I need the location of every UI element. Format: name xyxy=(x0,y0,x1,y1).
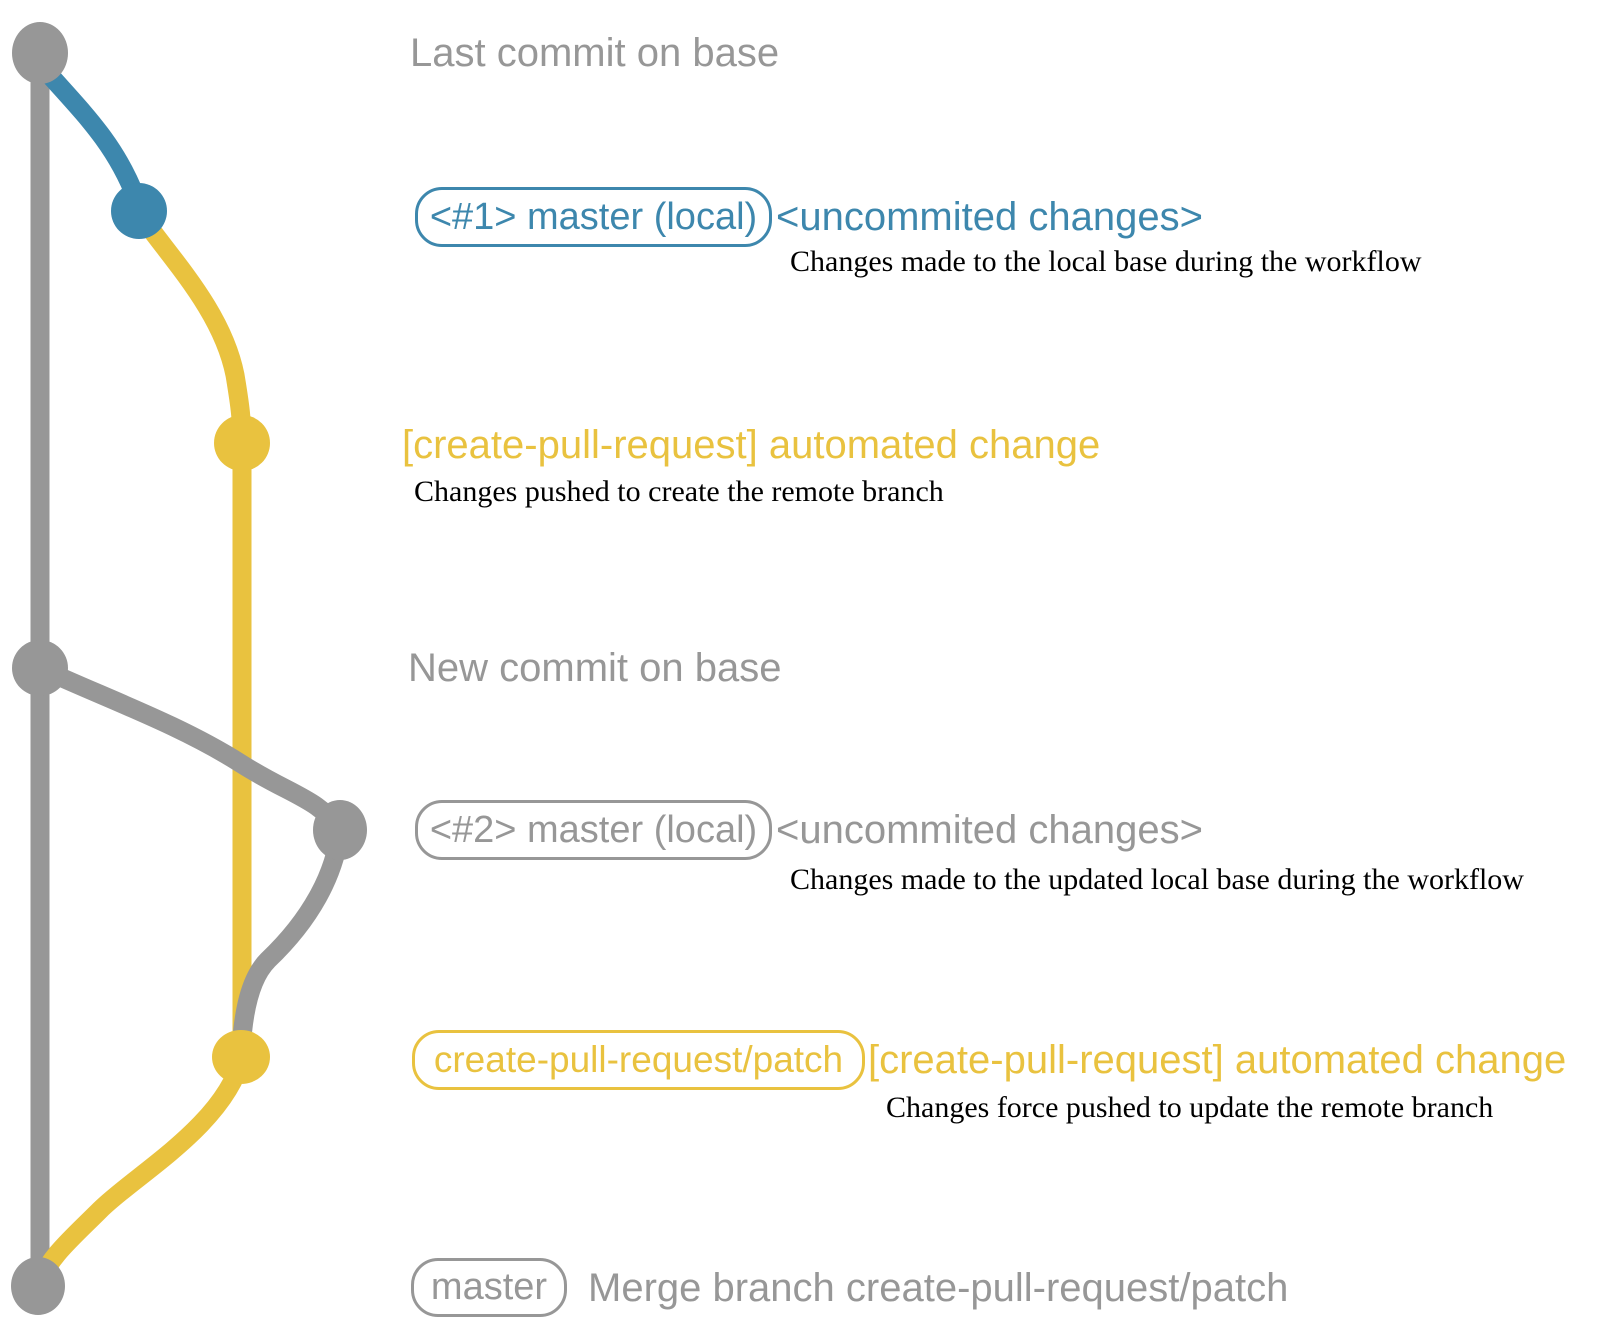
patch-commit-1-label: [create-pull-request] automated change xyxy=(402,423,1101,467)
local-master-1-note: <uncommited changes> xyxy=(776,195,1203,239)
local-master-1-badge: <#1> master (local) xyxy=(415,187,772,247)
commit-dot-base-last xyxy=(12,22,68,84)
patch-commit-1-description: Changes pushed to create the remote bran… xyxy=(414,475,944,508)
last-commit-label: Last commit on base xyxy=(410,31,780,75)
patch-commit-2-description: Changes force pushed to update the remot… xyxy=(886,1091,1494,1124)
commit-dot-local-1 xyxy=(111,183,167,239)
commit-dot-patch-1 xyxy=(214,415,270,471)
local-master-2-branch-curve xyxy=(30,658,350,1062)
local-master-2-badge: <#2> master (local) xyxy=(415,800,772,860)
master-badge: master xyxy=(411,1258,567,1317)
local-master-1-branch-curve xyxy=(30,54,146,208)
local-master-2-description: Changes made to the updated local base d… xyxy=(790,863,1524,896)
local-master-2-badge-label: <#2> master (local) xyxy=(429,808,758,851)
commit-dot-base-new xyxy=(12,640,68,696)
commit-dot-merge xyxy=(11,1257,65,1315)
new-commit-label: New commit on base xyxy=(408,646,782,690)
commit-dot-patch-2 xyxy=(212,1030,270,1084)
patch-branch-badge-label: create-pull-request/patch xyxy=(433,1039,844,1080)
local-master-1-description: Changes made to the local base during th… xyxy=(790,245,1422,278)
local-master-1-badge-label: <#1> master (local) xyxy=(429,195,758,238)
master-badge-label: master xyxy=(430,1266,548,1308)
commit-dot-local-2 xyxy=(313,800,367,860)
merge-commit-label: Merge branch create-pull-request/patch xyxy=(588,1266,1289,1310)
local-master-2-note: <uncommited changes> xyxy=(776,808,1203,852)
patch-commit-2-note: [create-pull-request] automated change xyxy=(868,1038,1567,1082)
patch-branch-badge: create-pull-request/patch xyxy=(412,1030,865,1090)
